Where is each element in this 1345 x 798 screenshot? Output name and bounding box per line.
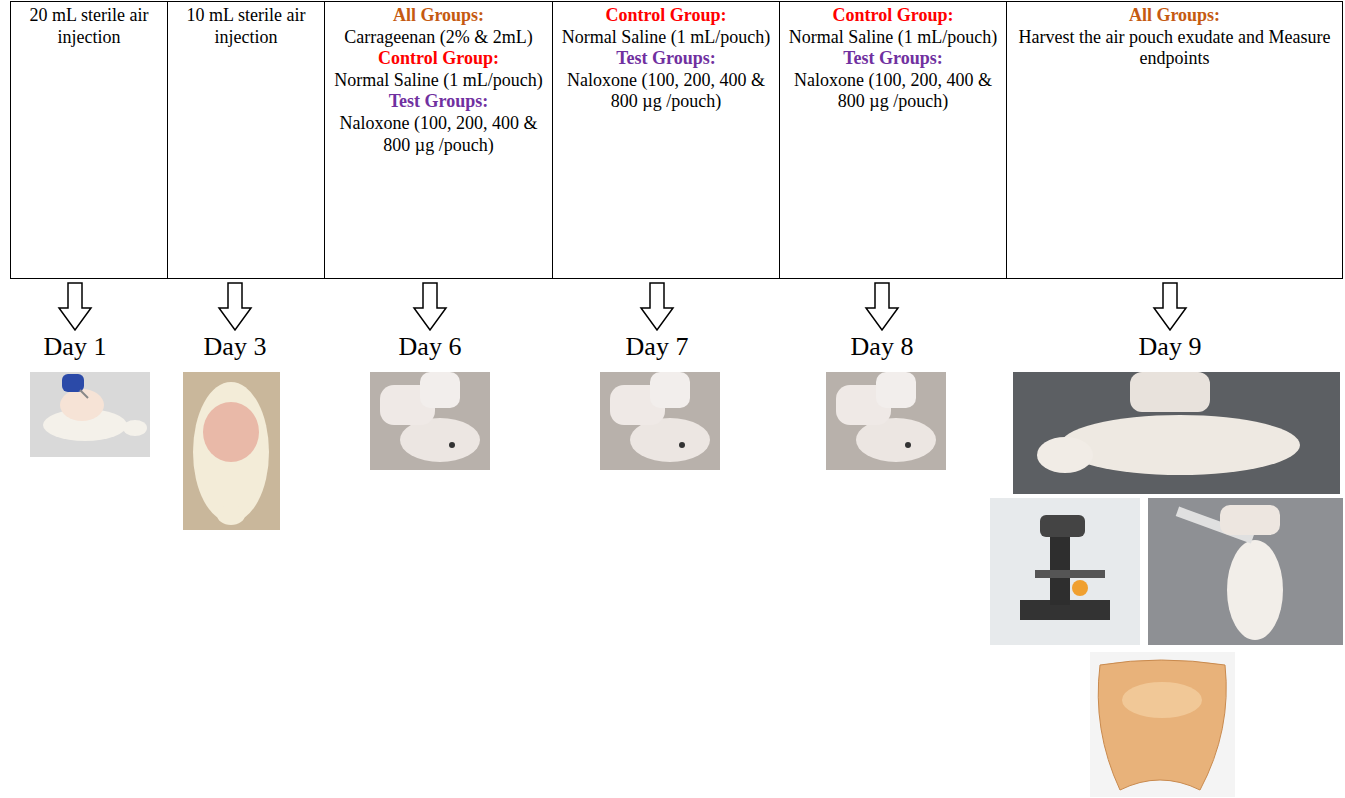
group-heading: Control Group: xyxy=(329,48,548,70)
step-cell: Control Group:Normal Saline (1 mL/pouch)… xyxy=(552,1,780,279)
step-text: Naloxone (100, 200, 400 & 800 µg /pouch) xyxy=(557,70,775,113)
group-heading: Test Groups: xyxy=(329,91,548,113)
step-text: Naloxone (100, 200, 400 & 800 µg /pouch) xyxy=(784,70,1002,113)
group-heading: Control Group: xyxy=(557,5,775,27)
photo-day7 xyxy=(600,372,720,470)
photo-day6 xyxy=(370,372,490,470)
group-heading: All Groups: xyxy=(1011,5,1338,27)
step-cell: All Groups:Carrageenan (2% & 2mL)Control… xyxy=(324,1,553,279)
photo-day3 xyxy=(183,372,280,530)
day-label: Day 3 xyxy=(204,332,267,362)
photo-microscope xyxy=(990,498,1140,645)
step-cell: Control Group:Normal Saline (1 mL/pouch)… xyxy=(779,1,1007,279)
step-text: Carrageenan (2% & 2mL) xyxy=(329,27,548,49)
step-text: Normal Saline (1 mL/pouch) xyxy=(557,27,775,49)
photo-day8 xyxy=(826,372,946,470)
photo-day1 xyxy=(30,372,150,457)
photo-day9-dissection xyxy=(1013,372,1340,494)
step-text: Normal Saline (1 mL/pouch) xyxy=(329,70,548,92)
step-text: 20 mL sterile air injection xyxy=(15,5,163,48)
day-label: Day 6 xyxy=(399,332,462,362)
step-text: Harvest the air pouch exudate and Measur… xyxy=(1011,27,1338,70)
step-cell: 10 mL sterile air injection xyxy=(167,1,325,279)
step-cell: 20 mL sterile air injection xyxy=(10,1,168,279)
group-heading: Test Groups: xyxy=(784,48,1002,70)
photo-tissue xyxy=(1090,652,1235,797)
step-text: 10 mL sterile air injection xyxy=(172,5,320,48)
group-heading: Control Group: xyxy=(784,5,1002,27)
down-arrows xyxy=(59,283,1186,330)
step-text: Naloxone (100, 200, 400 & 800 µg /pouch) xyxy=(329,113,548,156)
day-label: Day 1 xyxy=(44,332,107,362)
day-label: Day 8 xyxy=(851,332,914,362)
group-heading: All Groups: xyxy=(329,5,548,27)
step-text: Normal Saline (1 mL/pouch) xyxy=(784,27,1002,49)
group-heading: Test Groups: xyxy=(557,48,775,70)
photo-syringe xyxy=(1148,498,1343,645)
day-label: Day 7 xyxy=(626,332,689,362)
day-label: Day 9 xyxy=(1139,332,1202,362)
step-cell: All Groups:Harvest the air pouch exudate… xyxy=(1006,1,1343,279)
